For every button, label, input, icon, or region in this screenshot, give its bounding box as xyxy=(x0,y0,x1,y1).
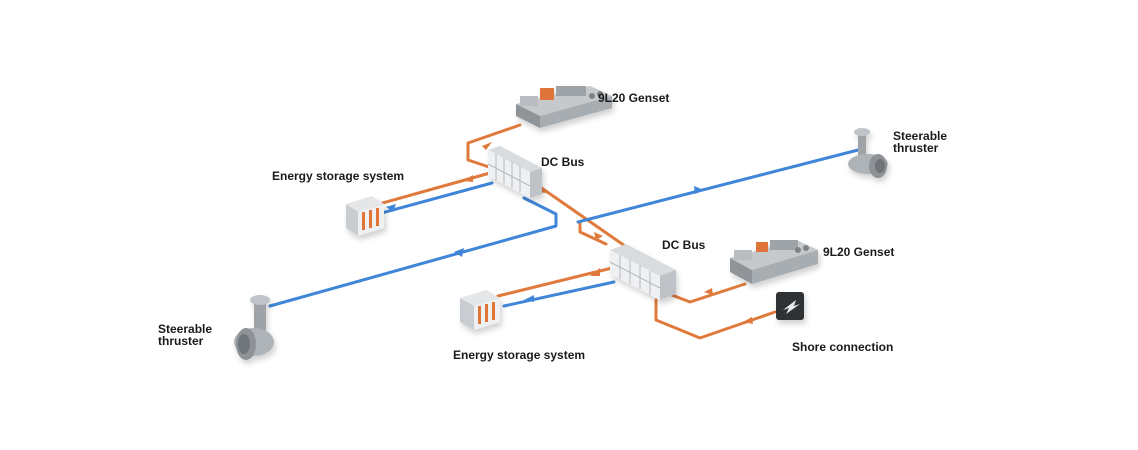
arrow-blue-1 xyxy=(386,204,396,212)
dc-bus-lower-icon xyxy=(609,244,676,300)
genset-right-icon xyxy=(730,240,818,284)
flow-arrows xyxy=(386,142,753,324)
arrow-orange-4 xyxy=(594,232,603,240)
label-thruster-left-line1: Steerable xyxy=(158,322,213,336)
cable-tie-orange xyxy=(578,220,608,246)
arrow-blue-3 xyxy=(694,186,704,194)
cable-genset-right-to-dcbus xyxy=(662,282,747,304)
arrow-orange-5 xyxy=(590,268,600,276)
label-energy-storage-lower: Energy storage system xyxy=(453,348,586,362)
arrow-orange-1 xyxy=(482,142,492,150)
steerable-thruster-left-icon xyxy=(234,295,274,360)
cable-dcbus-to-dcbus xyxy=(528,178,627,248)
label-dc-bus-upper: DC Bus xyxy=(541,155,585,169)
arrow-orange-7 xyxy=(743,317,753,324)
arrow-orange-2 xyxy=(463,175,473,182)
arrow-blue-2 xyxy=(454,248,464,257)
dc-bus-upper-icon xyxy=(487,146,542,198)
label-thruster-right-line2: thruster xyxy=(893,141,939,155)
label-energy-storage-upper: Energy storage system xyxy=(272,169,405,183)
cable-dcbus-to-left-thruster xyxy=(268,196,558,308)
cable-dcbus-to-ess-upper-blue xyxy=(376,181,494,216)
label-thruster-left-line2: thruster xyxy=(158,334,204,348)
shore-power-plug-icon xyxy=(776,292,804,320)
genset-top-icon xyxy=(516,86,612,128)
arrow-blue-4 xyxy=(524,295,534,302)
cable-genset-top-to-dcbus xyxy=(466,123,522,170)
cable-shore-to-dcbus xyxy=(654,298,777,340)
arrow-orange-6 xyxy=(704,288,713,295)
label-genset-top: 9L20 Genset xyxy=(598,91,670,105)
cable-dcbus-to-ess-lower-orange xyxy=(496,266,614,298)
label-shore-connection: Shore connection xyxy=(792,340,894,354)
steerable-thruster-right-icon xyxy=(848,128,888,178)
label-thruster-right-line1: Steerable xyxy=(893,129,948,143)
energy-storage-upper-icon xyxy=(346,196,384,236)
cable-dcbus-to-ess-lower-blue xyxy=(502,280,616,308)
label-dc-bus-lower: DC Bus xyxy=(662,238,706,252)
label-genset-right: 9L20 Genset xyxy=(823,245,895,259)
cable-dcbus-to-right-thruster xyxy=(576,148,860,224)
energy-storage-lower-icon xyxy=(460,290,500,330)
